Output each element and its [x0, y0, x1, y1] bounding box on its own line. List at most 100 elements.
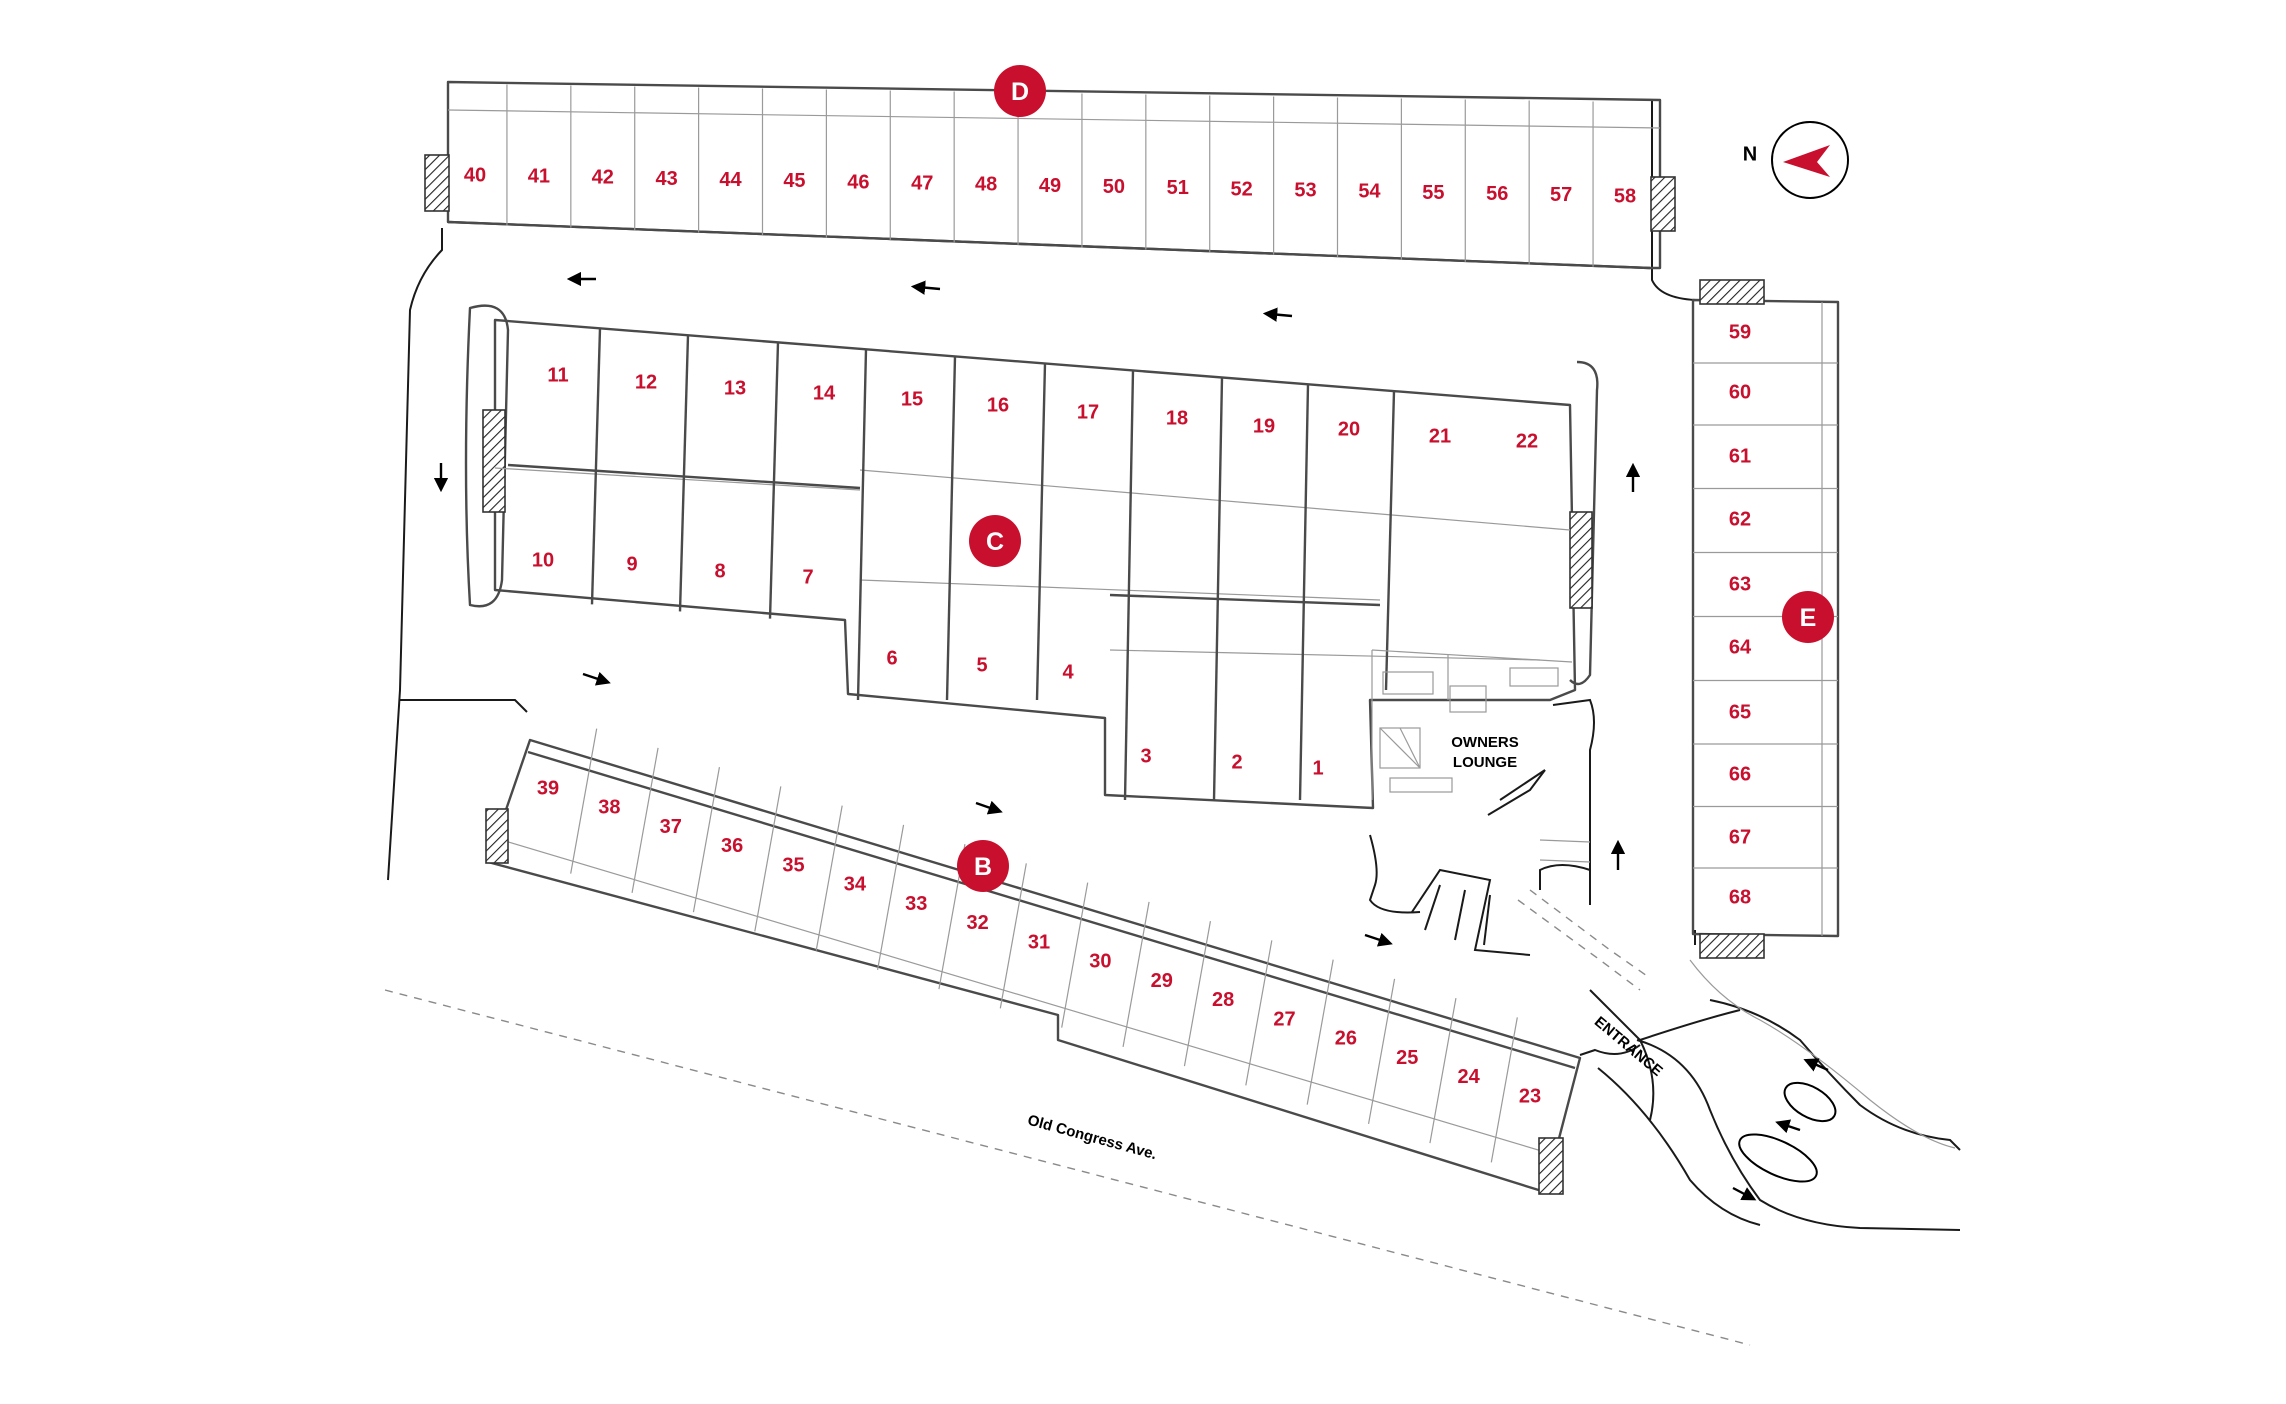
- unit-59-label[interactable]: 59: [1729, 321, 1751, 343]
- unit-19-label[interactable]: 19: [1253, 415, 1275, 437]
- building-badge-e[interactable]: E: [1782, 591, 1834, 643]
- unit-49-label[interactable]: 49: [1039, 175, 1061, 197]
- unit-5-label[interactable]: 5: [976, 654, 987, 676]
- traffic-arrow-icon: [1803, 1058, 1829, 1072]
- unit-65-label[interactable]: 65: [1729, 701, 1751, 723]
- unit-27-label[interactable]: 27: [1273, 1008, 1295, 1030]
- unit-8-label[interactable]: 8: [714, 560, 725, 582]
- unit-partition: [1123, 370, 1135, 801]
- unit-38-label[interactable]: 38: [598, 797, 620, 819]
- unit-40-label[interactable]: 40: [464, 164, 486, 186]
- unit-57-label[interactable]: 57: [1550, 184, 1572, 206]
- unit-25-label[interactable]: 25: [1396, 1047, 1418, 1069]
- unit-18-label[interactable]: 18: [1166, 407, 1188, 429]
- unit-47-label[interactable]: 47: [911, 172, 933, 194]
- unit-54-label[interactable]: 54: [1358, 181, 1381, 203]
- unit-43-label[interactable]: 43: [656, 168, 678, 190]
- unit-partition: [631, 747, 659, 893]
- unit-41-label[interactable]: 41: [528, 165, 550, 187]
- street-label: Old Congress Ave.: [1026, 1112, 1159, 1164]
- unit-partition: [570, 728, 598, 874]
- unit-55-label[interactable]: 55: [1422, 182, 1444, 204]
- building-b: [485, 728, 1582, 1195]
- traffic-arrow-icon: [975, 800, 1003, 815]
- unit-2-label[interactable]: 2: [1231, 751, 1242, 773]
- unit-24-label[interactable]: 24: [1458, 1066, 1481, 1088]
- building-badge-d[interactable]: D: [994, 65, 1046, 117]
- traffic-arrow-icon: [910, 280, 941, 295]
- unit-6-label[interactable]: 6: [886, 647, 897, 669]
- unit-33-label[interactable]: 33: [905, 893, 927, 915]
- unit-36-label[interactable]: 36: [721, 835, 743, 857]
- unit-35-label[interactable]: 35: [782, 854, 804, 876]
- unit-9-label[interactable]: 9: [626, 553, 637, 575]
- traffic-arrow-icon: [1364, 932, 1393, 947]
- unit-partition: [678, 335, 690, 612]
- unit-12-label[interactable]: 12: [635, 371, 657, 393]
- unit-62-label[interactable]: 62: [1729, 508, 1751, 530]
- unit-partition: [1035, 363, 1047, 701]
- unit-48-label[interactable]: 48: [975, 174, 997, 196]
- north-compass: N: [1743, 121, 1849, 199]
- unit-17-label[interactable]: 17: [1077, 401, 1099, 423]
- unit-64-label[interactable]: 64: [1729, 636, 1752, 658]
- unit-13-label[interactable]: 13: [724, 377, 746, 399]
- unit-52-label[interactable]: 52: [1231, 178, 1253, 200]
- unit-10-label[interactable]: 10: [532, 549, 554, 571]
- unit-63-label[interactable]: 63: [1729, 573, 1751, 595]
- unit-56-label[interactable]: 56: [1486, 183, 1508, 205]
- unit-45-label[interactable]: 45: [783, 170, 805, 192]
- unit-partition: [1212, 377, 1224, 801]
- unit-51-label[interactable]: 51: [1167, 177, 1189, 199]
- unit-68-label[interactable]: 68: [1729, 886, 1751, 908]
- traffic-arrow-icon: [1775, 1119, 1801, 1134]
- building-badge-b[interactable]: B: [957, 840, 1009, 892]
- svg-text:B: B: [974, 853, 992, 881]
- unit-46-label[interactable]: 46: [847, 171, 869, 193]
- unit-20-label[interactable]: 20: [1338, 418, 1360, 440]
- unit-34-label[interactable]: 34: [844, 874, 867, 896]
- unit-14-label[interactable]: 14: [813, 382, 836, 404]
- unit-partition: [1298, 384, 1310, 801]
- unit-37-label[interactable]: 37: [660, 816, 682, 838]
- unit-30-label[interactable]: 30: [1089, 951, 1111, 973]
- svg-text:C: C: [986, 528, 1004, 556]
- unit-50-label[interactable]: 50: [1103, 176, 1125, 198]
- unit-21-label[interactable]: 21: [1429, 425, 1451, 447]
- unit-61-label[interactable]: 61: [1729, 445, 1751, 467]
- unit-7-label[interactable]: 7: [802, 566, 813, 588]
- unit-66-label[interactable]: 66: [1729, 763, 1751, 785]
- unit-42-label[interactable]: 42: [592, 167, 614, 189]
- building-c: [464, 304, 1599, 816]
- unit-3-label[interactable]: 3: [1140, 745, 1151, 767]
- unit-44-label[interactable]: 44: [719, 169, 742, 191]
- unit-28-label[interactable]: 28: [1212, 989, 1234, 1011]
- unit-partition: [1384, 390, 1396, 691]
- unit-16-label[interactable]: 16: [987, 394, 1009, 416]
- owners-lounge-label-line1: OWNERS: [1451, 734, 1519, 751]
- unit-60-label[interactable]: 60: [1729, 381, 1751, 403]
- site-roads: [387, 100, 1961, 1231]
- unit-15-label[interactable]: 15: [901, 388, 923, 410]
- unit-23-label[interactable]: 23: [1519, 1085, 1541, 1107]
- unit-31-label[interactable]: 31: [1028, 931, 1050, 953]
- unit-39-label[interactable]: 39: [537, 777, 559, 799]
- unit-26-label[interactable]: 26: [1335, 1028, 1357, 1050]
- unit-1-label[interactable]: 1: [1312, 757, 1323, 779]
- unit-partition: [856, 349, 868, 701]
- unit-58-label[interactable]: 58: [1614, 185, 1636, 207]
- unit-67-label[interactable]: 67: [1729, 826, 1751, 848]
- svg-text:D: D: [1011, 78, 1029, 106]
- unit-partition: [1490, 1017, 1518, 1163]
- unit-29-label[interactable]: 29: [1151, 970, 1173, 992]
- building-e: [1691, 279, 1840, 959]
- unit-22-label[interactable]: 22: [1516, 430, 1538, 452]
- unit-11-label[interactable]: 11: [547, 364, 568, 386]
- unit-partition: [1183, 921, 1212, 1067]
- unit-53-label[interactable]: 53: [1294, 179, 1316, 201]
- unit-4-label[interactable]: 4: [1062, 661, 1074, 683]
- building-badge-c[interactable]: C: [969, 515, 1021, 567]
- unit-partition: [1429, 998, 1457, 1144]
- unit-32-label[interactable]: 32: [967, 912, 989, 934]
